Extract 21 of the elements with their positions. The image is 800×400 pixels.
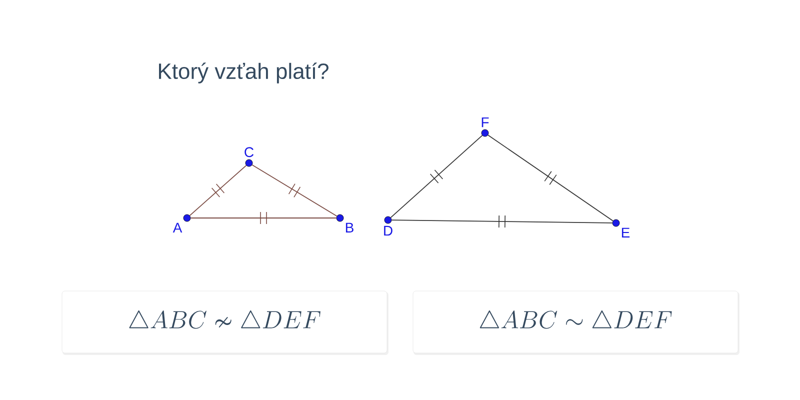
point: F [481,117,489,137]
point: E [612,219,630,238]
node-label: F [482,117,489,128]
node-label: D [384,226,392,236]
point: A [172,214,191,232]
node-label: C [244,147,254,158]
triangle-side [252,164,338,217]
triangle-side [390,135,483,218]
node-label: A [172,222,182,232]
node-label: E [622,228,630,238]
point: C [244,147,254,167]
triangle-side [189,165,247,216]
point: D [384,216,392,236]
title: Ktorý vzťah platí? [159,62,328,84]
triangle-side [190,212,337,224]
node-label: B [346,222,354,232]
triangle-side [488,134,614,222]
point: B [336,214,354,232]
triangle-side [391,215,613,228]
answer-button: $\triangle ABC\nsim\triangle DEF$ [62,290,388,355]
answer-button: $\triangle ABC\sim\triangle DEF$ [412,290,740,355]
